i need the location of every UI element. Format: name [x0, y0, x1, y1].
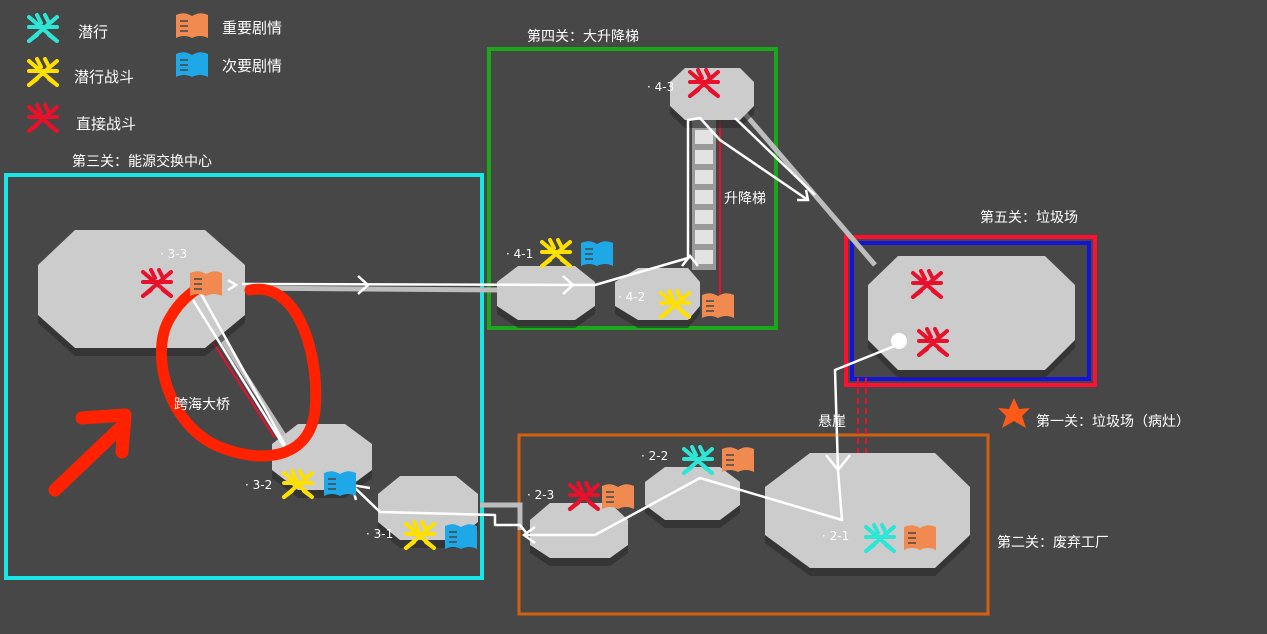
legend-direct-combat-icon	[27, 103, 59, 133]
stealth-combat-icon	[540, 238, 572, 268]
node-label-2-2: · 2-2	[641, 449, 669, 463]
main-story-icon	[903, 524, 937, 551]
legend-stealth-combat-label: 潜行战斗	[74, 68, 135, 86]
node-label-4-1: · 4-1	[506, 247, 534, 261]
stage5-frame-outer	[844, 235, 1097, 387]
side-story-icon	[580, 240, 614, 267]
node-label-2-3: · 2-3	[527, 488, 555, 502]
main-story-icon	[189, 270, 223, 297]
stage4-frame	[487, 47, 778, 330]
node-label-3-2: · 3-2	[245, 478, 273, 492]
cliff-label: 悬崖	[818, 414, 846, 430]
legend-stealth-label: 潜行	[78, 23, 109, 41]
elevator-rungs	[695, 130, 713, 264]
bridge-red-line	[204, 329, 276, 439]
stage2-title: 第二关：废弃工厂	[997, 535, 1109, 551]
stage1-star-icon	[998, 398, 1030, 428]
legend-direct-combat-label: 直接战斗	[76, 115, 137, 133]
node-label-2-1: · 2-1	[822, 529, 850, 543]
side-story-icon	[323, 470, 357, 497]
stage3-frame	[4, 173, 484, 580]
node-label-4-2: · 4-2	[618, 290, 646, 304]
legend-main-story-icon	[175, 12, 209, 39]
legend-side-story-icon	[175, 51, 209, 78]
node-label-3-1: · 3-1	[366, 527, 394, 541]
hand-arrow-annotation	[48, 408, 132, 497]
legend-stealth-icon	[27, 13, 59, 43]
start-point	[891, 333, 907, 349]
route-arrowheads	[227, 189, 851, 545]
platforms	[38, 68, 1075, 576]
node-label-4-3: · 4-3	[647, 80, 675, 94]
elevator-label: 升降梯	[724, 191, 766, 207]
main-story-icon	[721, 446, 755, 473]
bridge-label: 跨海大桥	[174, 397, 230, 413]
node-label-3-3: · 3-3	[160, 247, 188, 261]
main-story-icon	[701, 292, 735, 319]
side-story-icon	[444, 523, 478, 550]
stage4-title: 第四关：大升降梯	[527, 29, 639, 45]
stage3-title: 第三关：能源交换中心	[72, 154, 212, 170]
stage5-frame-inner	[850, 241, 1091, 381]
hand-circle-annotation	[155, 279, 322, 462]
stage1-title: 第一关：垃圾场（病灶）	[1036, 414, 1190, 430]
legend-main-story-label: 重要剧情	[222, 19, 283, 37]
main-story-icon	[601, 483, 635, 510]
legend-side-story-label: 次要剧情	[222, 57, 283, 75]
legend-stealth-combat-icon	[27, 57, 59, 87]
route-path	[191, 116, 898, 537]
stage5-title: 第五关：垃圾场	[980, 210, 1078, 226]
